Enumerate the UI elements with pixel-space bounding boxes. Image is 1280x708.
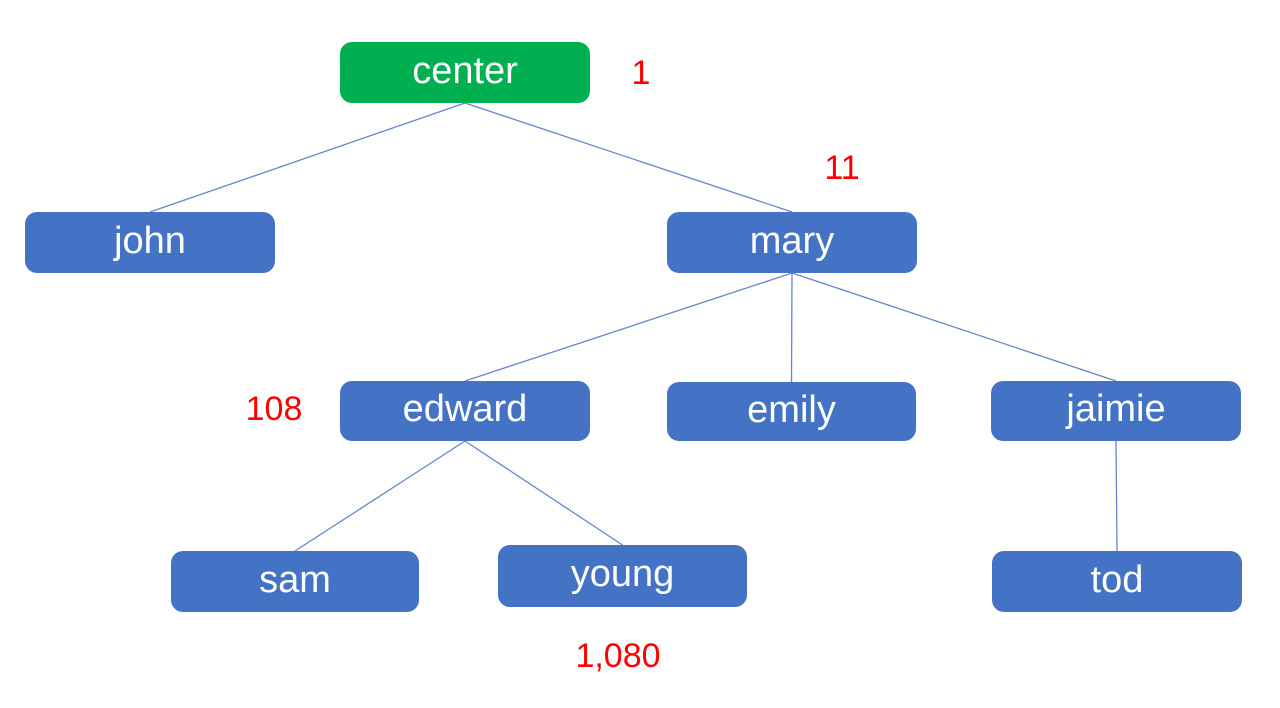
- tree-node-john: john: [25, 212, 275, 273]
- tree-node-jaimie: jaimie: [991, 381, 1241, 441]
- edge-mary-edward: [464, 272, 793, 382]
- tree-node-emily: emily: [667, 382, 916, 441]
- edge-center-mary: [464, 102, 793, 213]
- edge-mary-jaimie: [791, 272, 1117, 382]
- edge-center-john: [149, 102, 466, 213]
- count-annotation-1: 11: [824, 149, 860, 187]
- edge-jaimie-tod: [1115, 440, 1118, 552]
- tree-node-mary: mary: [667, 212, 917, 273]
- count-annotation-0: 1: [631, 54, 651, 92]
- edge-edward-young: [464, 440, 623, 546]
- tree-node-center: center: [340, 42, 590, 103]
- tree-node-tod: tod: [992, 551, 1242, 612]
- edge-mary-emily: [790, 272, 793, 383]
- edge-edward-sam: [294, 440, 466, 552]
- tree-node-edward: edward: [340, 381, 590, 441]
- tree-node-young: young: [498, 545, 747, 607]
- count-annotation-2: 108: [245, 390, 303, 428]
- count-annotation-3: 1,080: [575, 637, 661, 675]
- tree-node-sam: sam: [171, 551, 419, 612]
